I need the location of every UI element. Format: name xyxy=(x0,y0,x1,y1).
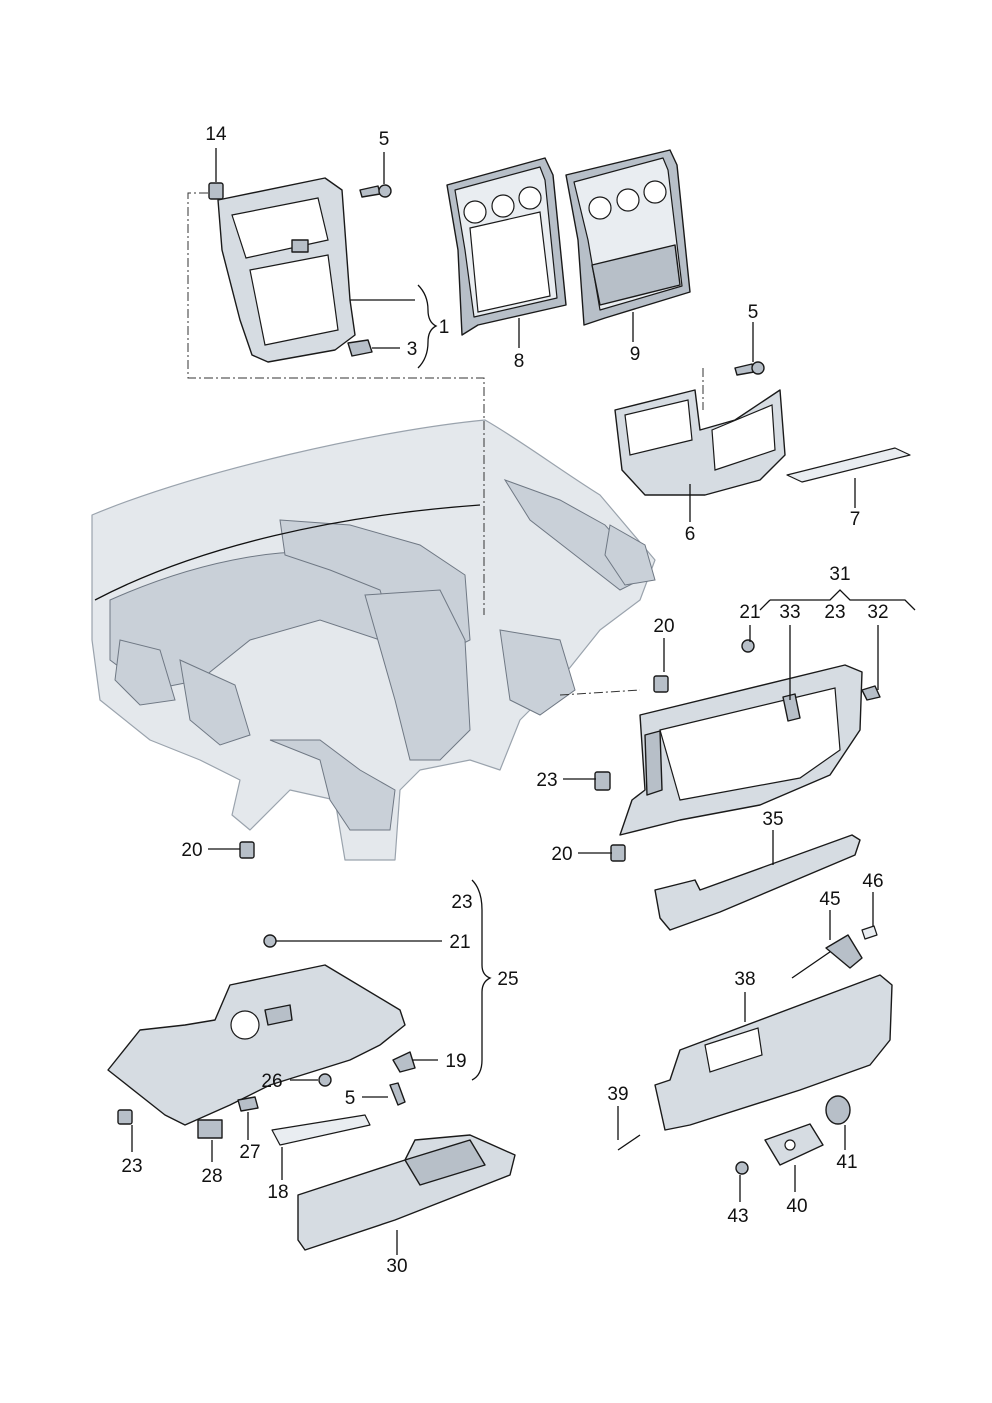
part-40-lock xyxy=(764,1123,824,1166)
part-20-clip-b xyxy=(610,844,626,862)
callout-18: 18 xyxy=(267,1182,288,1203)
part-28-pad xyxy=(197,1119,223,1139)
callout-26: 26 xyxy=(261,1071,282,1092)
reference-lines xyxy=(187,192,704,696)
callout-7: 7 xyxy=(850,509,861,530)
dashboard-assembly xyxy=(91,419,656,861)
callout-9: 9 xyxy=(630,344,641,365)
callout-25: 25 xyxy=(497,969,518,990)
part-20-clip-c xyxy=(239,841,255,859)
part-19-knob xyxy=(392,1051,416,1073)
callout-3: 3 xyxy=(407,339,418,360)
callout-31: 31 xyxy=(829,564,850,585)
callout-39: 39 xyxy=(607,1084,628,1105)
callout-20a: 20 xyxy=(653,616,674,637)
callout-32: 32 xyxy=(867,602,888,623)
callout-27: 27 xyxy=(239,1142,260,1163)
callout-14: 14 xyxy=(205,124,227,145)
part-43-screw xyxy=(735,1161,749,1175)
part-18-cover xyxy=(271,1114,371,1146)
callout-43: 43 xyxy=(727,1206,748,1227)
callout-41: 41 xyxy=(836,1152,857,1173)
leader-lines xyxy=(131,148,916,1255)
callout-38: 38 xyxy=(734,969,755,990)
callout-28: 28 xyxy=(201,1166,222,1187)
part-3-clip xyxy=(347,339,373,357)
part-23-clip-a xyxy=(594,771,611,791)
part-8-trim-panel xyxy=(446,157,567,336)
callout-21a: 21 xyxy=(739,602,760,623)
part-7-pad xyxy=(786,447,911,483)
callout-6: 6 xyxy=(685,524,696,545)
part-30-glovebox xyxy=(297,1134,516,1251)
part-31-housing xyxy=(619,639,881,836)
callout-1: 1 xyxy=(439,317,450,338)
callout-8: 8 xyxy=(514,351,525,372)
part-9-trim-panel xyxy=(565,149,691,326)
part-39-pin xyxy=(617,1134,641,1151)
callout-5a: 5 xyxy=(379,129,390,150)
callout-20c: 20 xyxy=(181,840,202,861)
callout-33: 33 xyxy=(779,602,800,623)
part-35-tray xyxy=(654,834,861,931)
callout-23b: 23 xyxy=(536,770,557,791)
callout-labels: 14 5 1 3 8 9 5 6 7 31 21 33 23 32 20 23 … xyxy=(121,124,888,1277)
callout-23c: 23 xyxy=(451,892,472,913)
part-5-screw-top xyxy=(359,184,392,198)
part-5-screw-mid xyxy=(734,361,765,376)
callout-35: 35 xyxy=(762,809,783,830)
part-23-clip-b xyxy=(117,1109,133,1125)
part-14-clip xyxy=(208,182,224,200)
callout-23a: 23 xyxy=(824,602,845,623)
part-25-housing xyxy=(107,934,406,1126)
part-20-clip-a xyxy=(653,675,669,693)
part-1-mounting-frame xyxy=(217,177,356,363)
callout-21b: 21 xyxy=(449,932,470,953)
callout-5c: 5 xyxy=(345,1088,356,1109)
callout-46: 46 xyxy=(862,871,883,892)
callout-20b: 20 xyxy=(551,844,572,865)
callout-40: 40 xyxy=(786,1196,807,1217)
part-46-bulb xyxy=(861,925,878,940)
part-41-cylinder xyxy=(825,1095,851,1125)
part-45-rod xyxy=(791,934,863,979)
callout-19: 19 xyxy=(445,1051,466,1072)
part-6-bracket xyxy=(614,389,786,496)
callout-23d: 23 xyxy=(121,1156,142,1177)
part-26-nut xyxy=(318,1073,332,1087)
callout-5b: 5 xyxy=(748,302,759,323)
part-5-screw-low xyxy=(389,1082,406,1106)
callout-30: 30 xyxy=(386,1256,407,1277)
part-27-clip xyxy=(237,1096,259,1112)
part-38-lid xyxy=(654,974,893,1131)
callout-45: 45 xyxy=(819,889,840,910)
